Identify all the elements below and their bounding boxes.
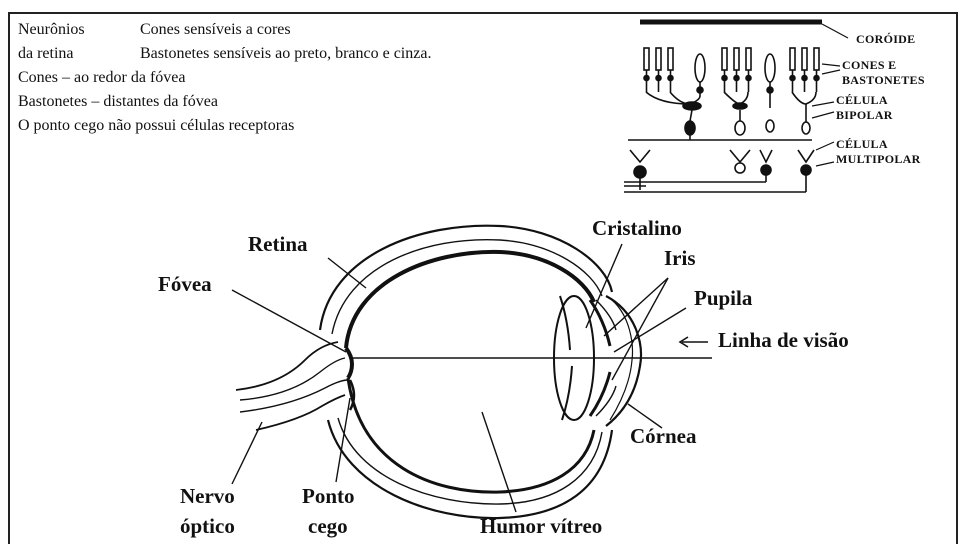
fovea-label: Fóvea xyxy=(158,272,212,297)
ponto-cego-label-2: cego xyxy=(308,514,348,539)
nervo-label-2: óptico xyxy=(180,514,235,539)
retina-label: Retina xyxy=(248,232,308,257)
sclera-outer xyxy=(320,226,612,330)
humor-vitreo-label: Humor vítreo xyxy=(480,514,602,539)
iris-label: Iris xyxy=(664,246,696,271)
fovea-dip xyxy=(346,348,352,378)
nervo-leader xyxy=(232,422,262,484)
pupila-label: Pupila xyxy=(694,286,752,311)
linha-visao-label: Linha de visão xyxy=(718,328,849,353)
nervo-label-1: Nervo xyxy=(180,484,235,509)
optic-nerve-lower xyxy=(256,395,345,430)
optic-nerve-upper xyxy=(236,342,338,390)
pupila-leader xyxy=(614,308,686,352)
retina-layer xyxy=(346,252,594,348)
cristalino-label: Cristalino xyxy=(592,216,682,241)
ponto-cego-label-1: Ponto xyxy=(302,484,355,509)
cornea-label: Córnea xyxy=(630,424,697,449)
humor-leader xyxy=(482,412,516,512)
cristalino-leader xyxy=(586,244,622,328)
